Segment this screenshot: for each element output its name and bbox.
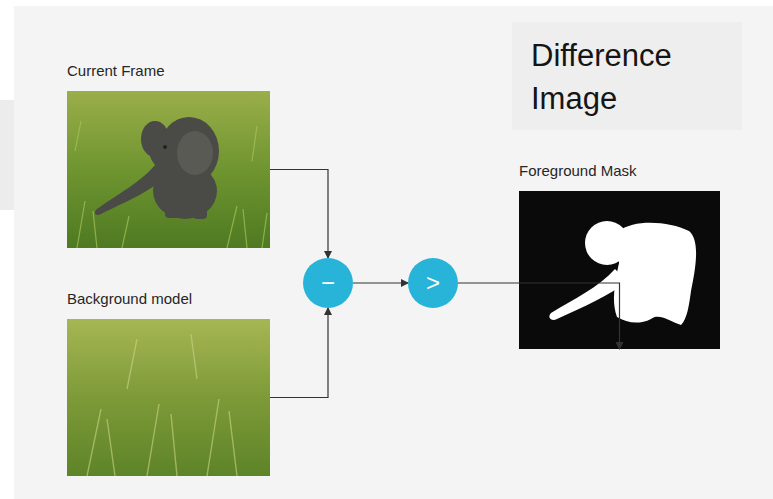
current-frame-photo	[67, 91, 270, 248]
threshold-circle: >	[408, 258, 458, 308]
flow-arrow	[270, 170, 328, 259]
side-strip	[0, 100, 14, 210]
image-heading: Foreground Mask	[519, 162, 637, 179]
image-heading: Current Frame	[67, 62, 165, 79]
operator-symbol: −	[303, 258, 353, 308]
frame-image: Current Frame	[67, 91, 270, 248]
image-heading: Background model	[67, 290, 192, 307]
operator-symbol: >	[408, 258, 458, 308]
box-text: Difference Image	[531, 34, 726, 120]
flow-arrow	[458, 283, 620, 349]
background-photo	[67, 319, 270, 476]
flow-arrow	[353, 282, 408, 283]
subtract-circle: −	[303, 258, 353, 308]
background-image: Background model	[67, 319, 270, 476]
caption-box: Difference Image	[512, 22, 742, 130]
mask-box: Foreground Mask	[519, 191, 720, 349]
flow-arrow	[270, 308, 328, 398]
